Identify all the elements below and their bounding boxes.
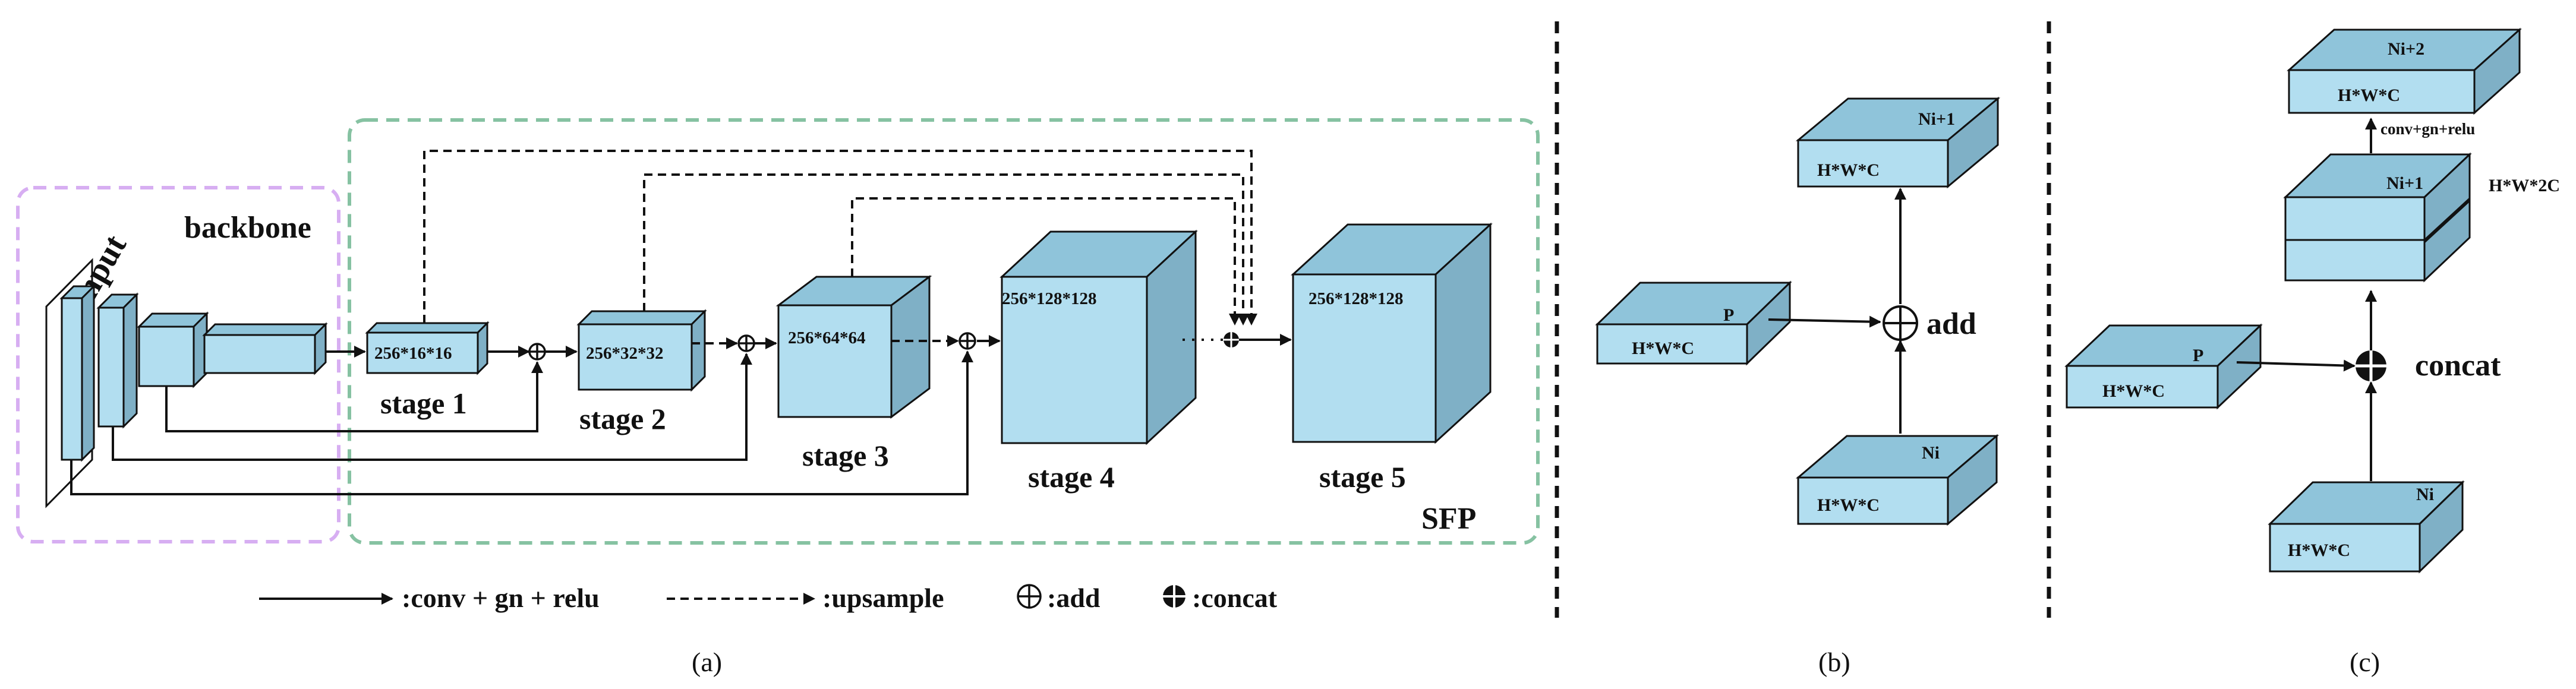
backbone-blocks bbox=[59, 284, 328, 462]
stage-2-label: stage 2 bbox=[579, 402, 666, 435]
legend-upsample-label: :upsample bbox=[822, 583, 944, 613]
c-top-block bbox=[2287, 27, 2522, 115]
c-bottom-block bbox=[2268, 480, 2465, 574]
c-left-name: P bbox=[2193, 346, 2203, 365]
caption-c: (c) bbox=[2350, 647, 2380, 677]
c-stack-size: H*W*2C bbox=[2489, 176, 2560, 195]
stage-4-block bbox=[999, 229, 1198, 445]
c-bottom-size: H*W*C bbox=[2288, 541, 2350, 560]
legend-concat-label: :concat bbox=[1192, 583, 1278, 613]
panel-a: input backbone 256*16*16 stage 1 bbox=[16, 118, 1540, 677]
c-top-size: H*W*C bbox=[2338, 86, 2400, 105]
c-concat-node bbox=[2356, 350, 2386, 381]
stage-3-size: 256*64*64 bbox=[788, 328, 866, 347]
concat-node bbox=[1224, 332, 1239, 347]
stage-1-block bbox=[365, 321, 490, 375]
b-top-block bbox=[1795, 96, 2001, 189]
legend-add-icon bbox=[1017, 584, 1042, 609]
b-arrows bbox=[1768, 188, 1906, 434]
panel-c: Ni+2 H*W*C conv+gn+relu Ni+1 H*W*2C P H*… bbox=[2064, 27, 2560, 677]
legend-conv-label: :conv + gn + relu bbox=[402, 583, 600, 613]
stage-5-label: stage 5 bbox=[1319, 460, 1406, 494]
b-bottom-size: H*W*C bbox=[1817, 495, 1880, 515]
backbone-label: backbone bbox=[184, 211, 311, 245]
stage-4-size: 256*128*128 bbox=[1002, 289, 1097, 308]
sfp-label: SFP bbox=[1421, 502, 1476, 536]
stage-1-label: stage 1 bbox=[380, 387, 467, 420]
legend-concat-icon bbox=[1163, 585, 1185, 608]
caption-b: (b) bbox=[1818, 647, 1850, 677]
c-arrows bbox=[2236, 290, 2377, 481]
sfp-region bbox=[348, 118, 1540, 545]
stage-5-size: 256*128*128 bbox=[1309, 289, 1404, 308]
b-top-size: H*W*C bbox=[1817, 160, 1880, 180]
b-bottom-block bbox=[1795, 434, 2000, 526]
caption-a: (a) bbox=[692, 647, 722, 677]
upsample-connections bbox=[423, 150, 1257, 349]
b-top-name: Ni+1 bbox=[1918, 109, 1955, 129]
b-bottom-name: Ni bbox=[1922, 443, 1940, 463]
stage-3-label: stage 3 bbox=[802, 439, 889, 472]
c-left-block bbox=[2064, 323, 2263, 410]
conv-connections bbox=[70, 334, 1292, 495]
legend-add-label: :add bbox=[1047, 583, 1101, 613]
c-stack-name: Ni+1 bbox=[2386, 173, 2423, 193]
c-left-size: H*W*C bbox=[2102, 381, 2165, 401]
panel-b: Ni+1 H*W*C P H*W*C Ni H*W*C add (b) bbox=[1595, 96, 2001, 677]
c-top-name: Ni+2 bbox=[2388, 39, 2424, 59]
b-add-node bbox=[1883, 305, 1918, 341]
stage-5-block bbox=[1291, 222, 1493, 444]
c-conv-label: conv+gn+relu bbox=[2380, 120, 2475, 138]
c-stack-block bbox=[2283, 152, 2472, 283]
stage-2-block bbox=[576, 309, 707, 392]
b-left-name: P bbox=[1723, 305, 1734, 325]
stage-2-size: 256*32*32 bbox=[586, 344, 664, 363]
backbone-region bbox=[16, 186, 340, 543]
b-op-label: add bbox=[1927, 307, 1976, 341]
stage-3-block bbox=[775, 275, 932, 419]
c-bottom-name: Ni bbox=[2416, 485, 2434, 504]
stage-1-size: 256*16*16 bbox=[374, 344, 452, 363]
b-left-size: H*W*C bbox=[1632, 339, 1694, 358]
add-node bbox=[528, 332, 976, 361]
c-op-label: concat bbox=[2415, 349, 2501, 383]
b-left-block bbox=[1595, 280, 1792, 366]
legend: :conv + gn + relu :upsample :add :concat bbox=[259, 583, 1278, 613]
stage-4-label: stage 4 bbox=[1028, 460, 1115, 494]
